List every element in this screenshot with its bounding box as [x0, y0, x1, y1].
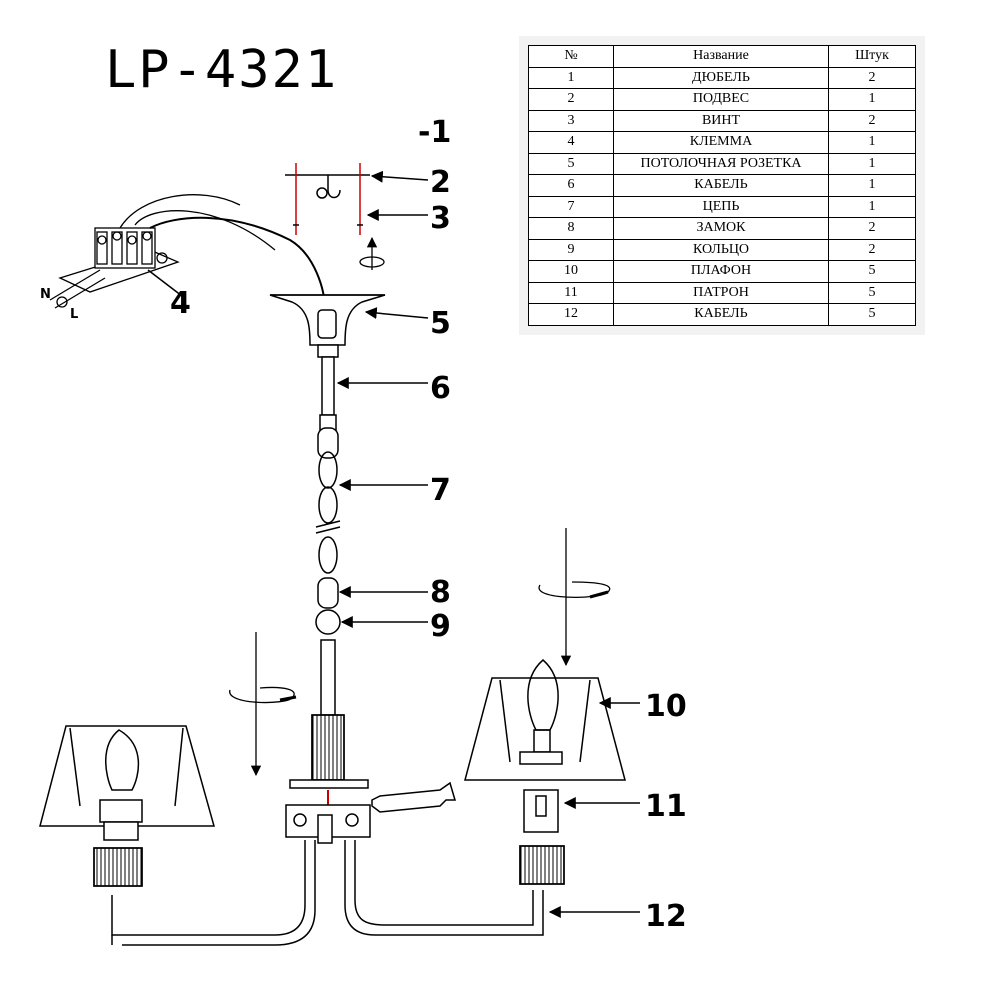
part-name-cell: ПЛАФОН — [613, 260, 829, 283]
right-arm — [344, 840, 544, 936]
callout-10: 10 — [645, 689, 687, 724]
callout-3: 3 — [430, 201, 451, 236]
row-number-cell: 12 — [528, 303, 614, 326]
part-name-cell: КАБЕЛЬ — [613, 303, 829, 326]
cable — [319, 356, 337, 432]
table-header-row: № Название Штук — [528, 45, 916, 68]
part-name-cell: ПОТОЛОЧНАЯ РОЗЕТКА — [613, 152, 829, 175]
callout-9: 9 — [430, 609, 451, 644]
callout-5: 5 — [430, 306, 451, 341]
quantity-cell: 5 — [828, 303, 916, 326]
callout-6: 6 — [430, 371, 451, 406]
quantity-cell: 2 — [828, 66, 916, 89]
leader-line-2 — [370, 170, 429, 183]
model-title: LP-4321 — [105, 40, 339, 100]
part-name-cell: ДЮБЕЛЬ — [613, 66, 829, 89]
central-stem — [285, 639, 371, 844]
wrench-icon — [371, 781, 457, 813]
callout-8: 8 — [430, 575, 451, 610]
left-arm — [111, 840, 316, 946]
callout-12: 12 — [645, 899, 687, 934]
mounting-bracket — [285, 163, 370, 235]
right-lamp — [464, 659, 626, 885]
column-header: № — [528, 45, 614, 68]
part-name-cell: ПОДВЕС — [613, 88, 829, 111]
quantity-cell: 1 — [828, 88, 916, 111]
column-header: Штук — [828, 45, 916, 68]
terminal-label-l: L — [70, 307, 78, 322]
rotate-arrow-icon — [359, 236, 385, 270]
callout-4: 4 — [170, 286, 191, 321]
part-name-cell: КЛЕММА — [613, 131, 829, 154]
ceiling-canopy — [269, 294, 386, 358]
callout-11: 11 — [645, 789, 687, 824]
terminal-block — [49, 194, 326, 311]
leader-line-4 — [147, 269, 183, 297]
column-header: Название — [613, 45, 829, 68]
chain — [315, 427, 341, 635]
leader-line-5 — [364, 307, 429, 320]
callout-1: -1 — [418, 115, 451, 150]
rotate-arrow-icon — [538, 528, 611, 667]
left-lamp — [39, 725, 215, 887]
callout-2: 2 — [430, 165, 451, 200]
callout-7: 7 — [430, 473, 451, 508]
terminal-label-n: N — [40, 287, 51, 302]
rotate-arrow-icon — [229, 632, 297, 777]
